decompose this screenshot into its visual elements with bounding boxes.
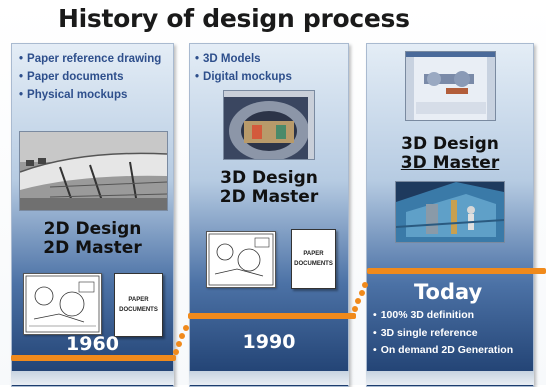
bullet-list-1990: •3D Models •Digital mockups xyxy=(195,50,292,86)
aircraft-hangar-photo xyxy=(19,131,168,211)
bullet-dot-icon: • xyxy=(19,89,24,101)
bullet-item: •Paper reference drawing xyxy=(19,53,162,65)
timeline-step-dot xyxy=(362,282,368,288)
era-heading-1960: 2D Design 2D Master xyxy=(43,219,142,258)
year-label-1990: 1990 xyxy=(242,331,296,353)
page-title: History of design process xyxy=(58,4,410,33)
era-column-1960: •Paper reference drawing •Paper document… xyxy=(11,43,174,387)
timeline-step-dot xyxy=(176,341,182,347)
timeline-segment-1990 xyxy=(188,313,356,319)
era-label-today: Today xyxy=(414,280,483,304)
timeline-step-dot xyxy=(173,349,179,355)
bullet-dot-icon: • xyxy=(195,53,200,65)
era-column-1990: •3D Models •Digital mockups 3D Design 2D… xyxy=(189,43,349,387)
bullet-list-today: •100% 3D definition •3D single reference… xyxy=(373,307,513,360)
bullet-list-1960: •Paper reference drawing •Paper document… xyxy=(19,50,161,104)
digital-mockup-image xyxy=(223,90,315,160)
bullet-item: •100% 3D definition xyxy=(373,309,475,321)
bullet-dot-icon: • xyxy=(195,71,200,83)
paper-documents-sheet: PAPER DOCUMENTS xyxy=(114,273,163,337)
cad-software-screenshot xyxy=(405,51,496,121)
timeline-step-dot xyxy=(352,306,358,312)
timeline-step-dot xyxy=(355,298,361,304)
timeline-step-dot xyxy=(183,325,189,331)
year-label-1960: 1960 xyxy=(66,333,119,355)
timeline-step-dot xyxy=(179,333,185,339)
column-reflection xyxy=(189,371,349,385)
bullet-item: •Physical mockups xyxy=(19,89,128,101)
technical-drawing-image xyxy=(206,231,276,288)
era-heading-today: 3D Design 3D Master xyxy=(400,134,500,173)
era-heading-1990: 3D Design 2D Master xyxy=(219,168,319,207)
bullet-dot-icon: • xyxy=(373,344,377,356)
timeline-step-dot xyxy=(359,290,365,296)
bullet-item: •On demand 2D Generation xyxy=(373,344,514,356)
bullet-item: •3D single reference xyxy=(373,326,478,339)
bullet-item: •3D Models xyxy=(195,53,261,65)
era-column-today: 3D Design 3D Master Today •100% 3D defin… xyxy=(366,43,534,387)
paper-documents-sheet: PAPER DOCUMENTS xyxy=(291,229,336,289)
bullet-dot-icon: • xyxy=(373,326,377,339)
bullet-dot-icon: • xyxy=(373,309,377,321)
column-reflection xyxy=(366,371,534,385)
bullet-item: •Digital mockups xyxy=(195,71,292,83)
bullet-item: •Paper documents xyxy=(19,71,124,83)
bullet-dot-icon: • xyxy=(19,53,24,65)
timeline-segment-1960 xyxy=(11,355,176,361)
timeline-segment-today xyxy=(367,268,546,274)
3d-model-render xyxy=(395,181,505,243)
bullet-dot-icon: • xyxy=(19,71,24,83)
column-reflection xyxy=(11,371,174,385)
technical-drawing-image xyxy=(23,273,102,335)
